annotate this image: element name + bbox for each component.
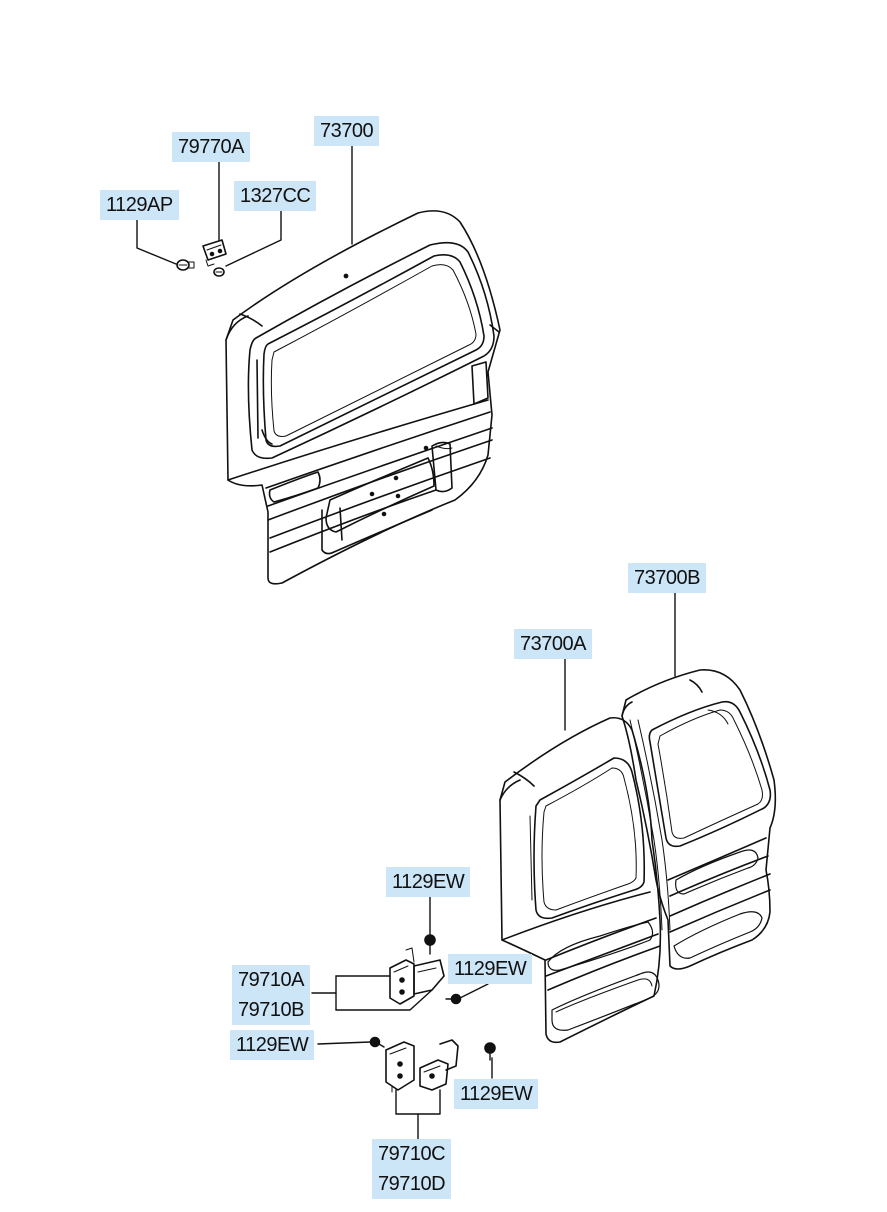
hinge-79710a-drawing: [389, 947, 445, 1005]
label-79710c: 79710C: [372, 1139, 452, 1169]
label-79710a: 79710A: [232, 965, 310, 995]
tailgate-73700-drawing: [225, 210, 501, 585]
label-79710d: 79710D: [372, 1169, 452, 1199]
fastener-79770a-drawing: [202, 239, 227, 267]
label-group-79710cd: 79710C 79710D: [372, 1139, 452, 1199]
label-1129ew-bottom: 1129EW: [454, 1079, 539, 1109]
label-1129ew-left: 1129EW: [230, 1030, 315, 1060]
label-1327cc: 1327CC: [234, 181, 317, 211]
bolt-1129ew-top-drawing: [424, 934, 436, 955]
label-73700: 73700: [314, 116, 380, 146]
label-73700b: 73700B: [628, 563, 706, 593]
rear-door-73700a-drawing: [499, 716, 662, 1044]
label-79770a: 79770A: [172, 132, 250, 162]
label-73700a: 73700A: [514, 629, 592, 659]
bolt-1129ap-drawing: [176, 259, 195, 271]
label-1129ew-right: 1129EW: [448, 954, 533, 984]
rear-door-73700b-drawing: [621, 669, 777, 970]
label-1129ew-top: 1129EW: [386, 867, 471, 897]
label-79710b: 79710B: [232, 995, 310, 1025]
label-1129ap: 1129AP: [100, 190, 179, 220]
label-group-79710ab: 79710A 79710B: [232, 965, 310, 1025]
bolt-1129ew-left-drawing: [369, 1036, 385, 1048]
leader-lines: [136, 145, 676, 1141]
bolt-1129ew-bottom-drawing: [484, 1042, 496, 1061]
nut-1327cc-drawing: [213, 267, 225, 277]
bolt-1129ew-right-drawing: [445, 993, 462, 1005]
hinge-79710c-drawing: [385, 1041, 415, 1093]
hinge-79710d-drawing: [419, 1039, 459, 1091]
